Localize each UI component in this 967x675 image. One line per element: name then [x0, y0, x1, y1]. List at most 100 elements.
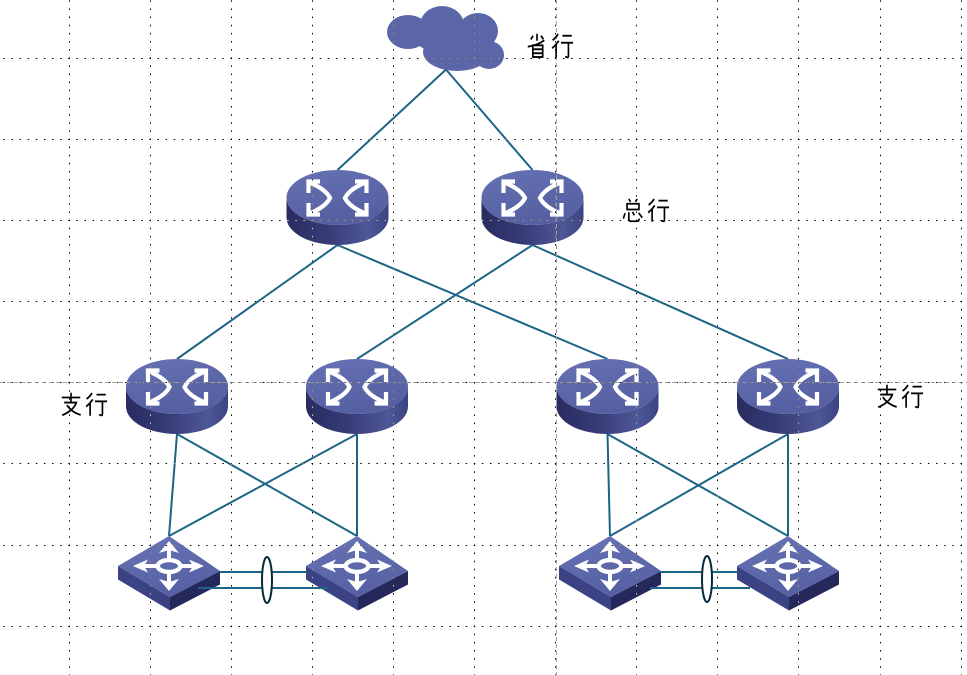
router-arrowhead — [805, 392, 820, 406]
router-top — [126, 359, 228, 414]
glyph-stroke — [622, 212, 626, 219]
router-arrow-shafts — [308, 180, 333, 216]
router-arrows-icon — [145, 368, 209, 406]
bundle-left[interactable] — [198, 556, 328, 604]
link-router-hq-right-to-router-branch-2[interactable] — [356, 244, 534, 360]
router-side — [306, 386, 408, 434]
link-cloud-province-to-router-hq-left[interactable] — [336, 68, 447, 171]
router-arrow-shafts — [328, 369, 352, 405]
router-arrow-shafts — [793, 369, 817, 405]
switch-2[interactable] — [306, 536, 408, 611]
glyph-stroke — [527, 39, 545, 48]
label-glyphs — [527, 33, 574, 59]
router-top — [306, 359, 408, 414]
glyph-stroke — [647, 204, 656, 213]
glyph — [647, 197, 670, 222]
glyph-stroke — [660, 206, 666, 222]
router-icon — [286, 170, 389, 245]
switch-arrows-icon — [752, 541, 823, 591]
switch-arrowhead-left — [321, 559, 336, 573]
router-arrow-shafts — [612, 369, 637, 405]
link-router-hq-left-to-router-branch-3[interactable] — [337, 244, 608, 360]
glyph — [85, 391, 108, 416]
router-arrowhead — [501, 203, 515, 217]
router-arrowhead — [194, 392, 209, 406]
router-branch-2[interactable] — [306, 359, 408, 434]
router-arrowhead — [550, 203, 564, 217]
router-branch-4[interactable] — [737, 359, 839, 434]
switch-side-right — [789, 571, 839, 611]
switch-arrowhead-right — [377, 559, 392, 573]
switch-ring — [774, 557, 802, 575]
switch-4[interactable] — [737, 536, 839, 611]
link-cloud-province-to-router-hq-right[interactable] — [445, 68, 534, 171]
switch-icon — [737, 536, 839, 611]
router-arrowhead — [576, 368, 590, 382]
glyph-stroke — [648, 197, 655, 206]
router-side — [126, 386, 228, 434]
glyph-stroke — [552, 33, 559, 42]
switch-1[interactable] — [118, 536, 220, 611]
link-router-branch-2-to-switch-1[interactable] — [168, 433, 358, 537]
glyph-stroke — [626, 202, 640, 210]
switch-icon — [306, 536, 408, 611]
router-arrow-shafts — [362, 369, 386, 405]
glyph-stroke — [98, 400, 104, 416]
switch-arrowhead-up — [600, 541, 620, 553]
label-province[interactable]: 省行 — [526, 33, 574, 59]
switch-arrowhead-up — [159, 541, 179, 553]
switch-arrows-icon — [321, 541, 392, 591]
router-arrowhead — [576, 392, 590, 406]
switch-arrowhead-down — [347, 579, 367, 591]
link-router-hq-left-to-router-branch-1[interactable] — [176, 244, 339, 360]
router-branch-1[interactable] — [126, 359, 228, 434]
router-arrowhead — [501, 179, 515, 193]
glyph-stroke — [627, 211, 641, 222]
switch-side-left — [559, 566, 611, 611]
router-top — [286, 170, 389, 225]
glyph — [551, 33, 574, 59]
router-branch-3[interactable] — [556, 359, 659, 434]
router-arrowhead — [756, 392, 771, 406]
switch-top — [118, 536, 220, 597]
switch-arrowhead-up — [778, 541, 798, 553]
switch-arrows-icon — [133, 541, 204, 591]
router-icon — [481, 170, 584, 245]
switch-arrows-icon — [574, 541, 645, 591]
glyph-stroke — [877, 393, 894, 409]
link-router-branch-3-to-switch-3[interactable] — [606, 433, 611, 537]
glyph-stroke — [914, 393, 920, 409]
glyph-stroke — [530, 35, 534, 41]
link-router-branch-1-to-switch-2[interactable] — [176, 433, 358, 537]
switch-side-left — [118, 566, 170, 611]
grid-layer — [3, 0, 967, 675]
label-branch-right[interactable]: 支行 — [876, 384, 924, 409]
router-top — [737, 359, 839, 414]
router-side — [481, 197, 584, 245]
switch-arrowhead-up — [347, 541, 367, 553]
router-arrowhead — [325, 392, 340, 406]
bundle-right[interactable] — [650, 555, 750, 603]
router-hq-right[interactable] — [481, 170, 584, 245]
glyph-stroke — [901, 390, 910, 400]
link-router-hq-right-to-router-branch-4[interactable] — [532, 244, 789, 360]
switch-ring — [343, 557, 371, 575]
glyph-stroke — [540, 35, 545, 40]
label-glyphs — [61, 391, 108, 416]
router-hq-left[interactable] — [286, 170, 389, 245]
router-arrowhead — [625, 392, 639, 406]
label-head-office[interactable]: 总行 — [622, 197, 670, 222]
switch-arrowhead-down — [778, 579, 798, 591]
router-arrowhead — [194, 368, 209, 382]
switch-ring — [596, 557, 624, 575]
label-branch-left[interactable]: 支行 — [60, 391, 108, 416]
link-router-branch-4-to-switch-3[interactable] — [609, 433, 789, 537]
switch-3[interactable] — [559, 536, 661, 611]
link-router-branch-1-to-switch-1[interactable] — [168, 433, 178, 537]
router-arrow-shafts — [578, 369, 603, 405]
router-arrowhead — [805, 368, 820, 382]
router-arrow-shafts — [537, 180, 562, 216]
links-layer — [168, 68, 789, 537]
